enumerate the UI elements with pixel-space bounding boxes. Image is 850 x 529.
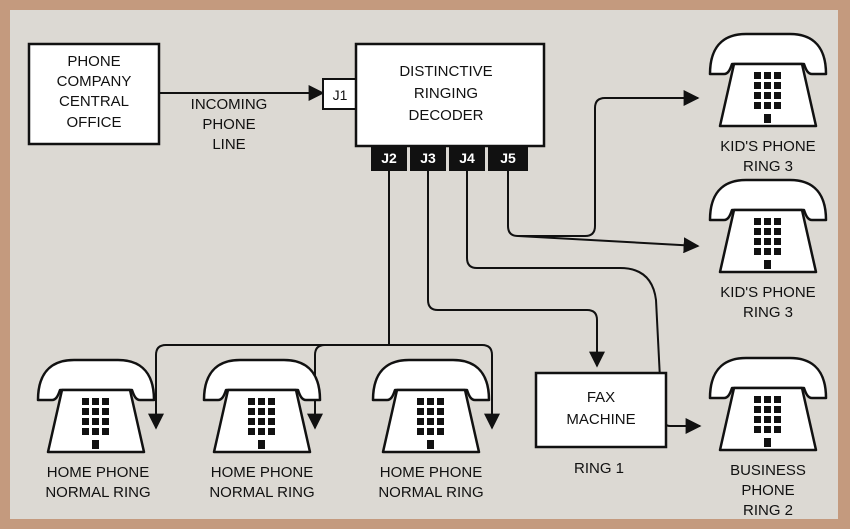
jack-j3: J3: [420, 150, 436, 166]
decoder-label-2: RINGING: [414, 85, 478, 102]
home-phone-1-label-1: HOME PHONE: [47, 464, 150, 481]
telephone-icon: [710, 358, 826, 450]
fax-ring-label: RING 1: [574, 460, 624, 477]
telephone-icon: [373, 360, 489, 452]
jack-j5: J5: [500, 150, 516, 166]
business-phone-label-1: BUSINESS: [730, 462, 806, 479]
telephone-icon: [38, 360, 154, 452]
wire-kids-phone-2: [508, 171, 698, 246]
home-phone-1-label-2: NORMAL RING: [45, 484, 150, 501]
jack-j4: J4: [459, 150, 475, 166]
fax-label-1: FAX: [587, 389, 615, 406]
incoming-line-label-2: PHONE: [202, 116, 255, 133]
telephone-icon: [204, 360, 320, 452]
central-office-label-2: COMPANY: [57, 73, 132, 90]
kids-phone-2-label-2: RING 3: [743, 304, 793, 321]
fax-label-2: MACHINE: [566, 411, 635, 428]
kids-phone-1-label-1: KID'S PHONE: [720, 138, 815, 155]
home-phone-2-label-1: HOME PHONE: [211, 464, 314, 481]
jack-j1: J1: [333, 87, 348, 103]
central-office-label-4: OFFICE: [67, 114, 122, 131]
kids-phone-2-label-1: KID'S PHONE: [720, 284, 815, 301]
kids-phone-1-label-2: RING 3: [743, 158, 793, 175]
decoder-label-1: DISTINCTIVE: [399, 63, 492, 80]
incoming-line-label-1: INCOMING: [191, 96, 268, 113]
jack-j2: J2: [381, 150, 397, 166]
business-phone-label-3: RING 2: [743, 502, 793, 519]
central-office-label-1: PHONE: [67, 53, 120, 70]
fax-machine-box: FAX MACHINE: [536, 373, 666, 447]
home-phone-2-label-2: NORMAL RING: [209, 484, 314, 501]
central-office-box: PHONE COMPANY CENTRAL OFFICE: [29, 44, 159, 144]
decoder-label-3: DECODER: [408, 107, 483, 124]
decoder-box: J1 DISTINCTIVE RINGING DECODER J2 J3 J4 …: [323, 44, 544, 171]
incoming-line-label-3: LINE: [212, 136, 245, 153]
home-phone-3-label-2: NORMAL RING: [378, 484, 483, 501]
telephone-icon: [710, 180, 826, 272]
central-office-label-3: CENTRAL: [59, 93, 129, 110]
business-phone-label-2: PHONE: [741, 482, 794, 499]
home-phone-3-label-1: HOME PHONE: [380, 464, 483, 481]
telephone-icon: [710, 34, 826, 126]
